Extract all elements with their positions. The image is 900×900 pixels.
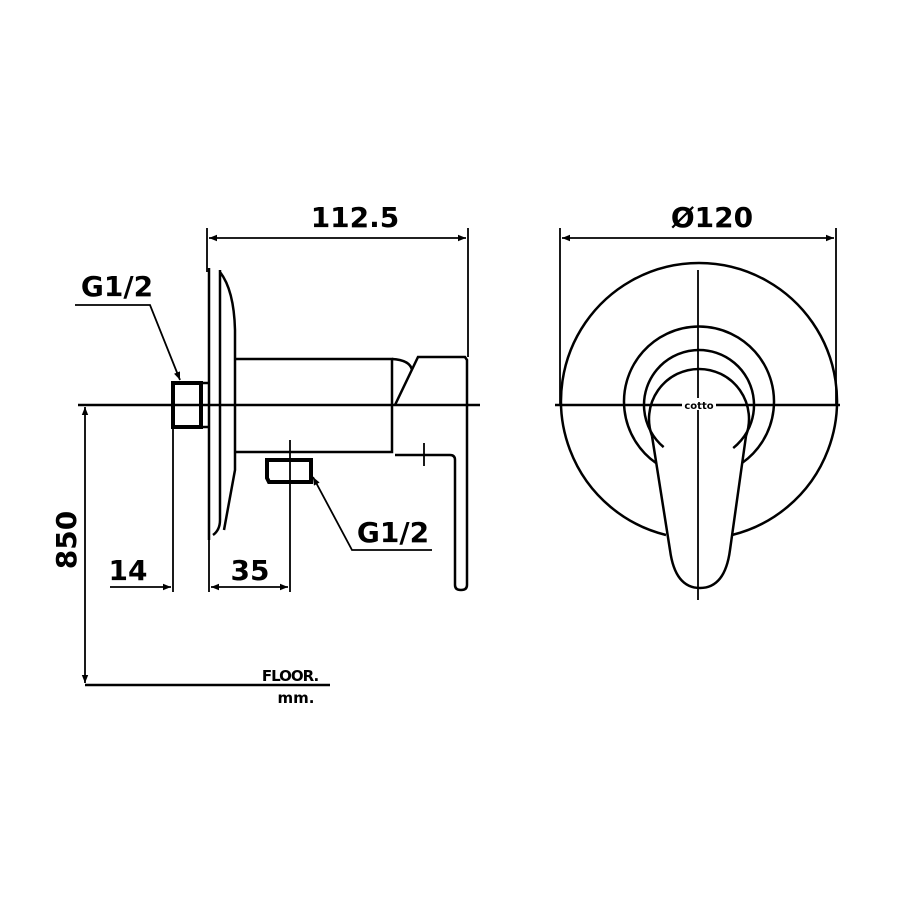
inlet-thread-label: G1/2 [81, 270, 153, 303]
lever-front [650, 435, 748, 590]
dim-height: 850 [50, 511, 83, 569]
ring-inner-arc [642, 348, 756, 462]
brand-logo: cotto [684, 401, 713, 412]
outlet-thread-label: G1/2 [357, 516, 429, 549]
dim-diameter: Ø120 [671, 201, 753, 234]
dim-outlet: 35 [231, 554, 270, 587]
escutcheon [559, 261, 839, 537]
small-cross [415, 443, 437, 466]
dim-depth: 112.5 [311, 201, 400, 234]
outlet-nut [265, 458, 313, 484]
ring-outer [622, 325, 776, 465]
lever-side [391, 355, 469, 592]
front-view: cotto [559, 261, 839, 590]
side-view [171, 268, 469, 592]
ring-inner2 [647, 367, 751, 437]
dim-plate: 14 [109, 554, 148, 587]
inlet-nut [171, 381, 203, 429]
wall-plate [207, 268, 237, 540]
unit-label: mm. [278, 689, 315, 707]
floor-label: FLOOR. [262, 667, 319, 685]
valve-body [235, 357, 394, 454]
